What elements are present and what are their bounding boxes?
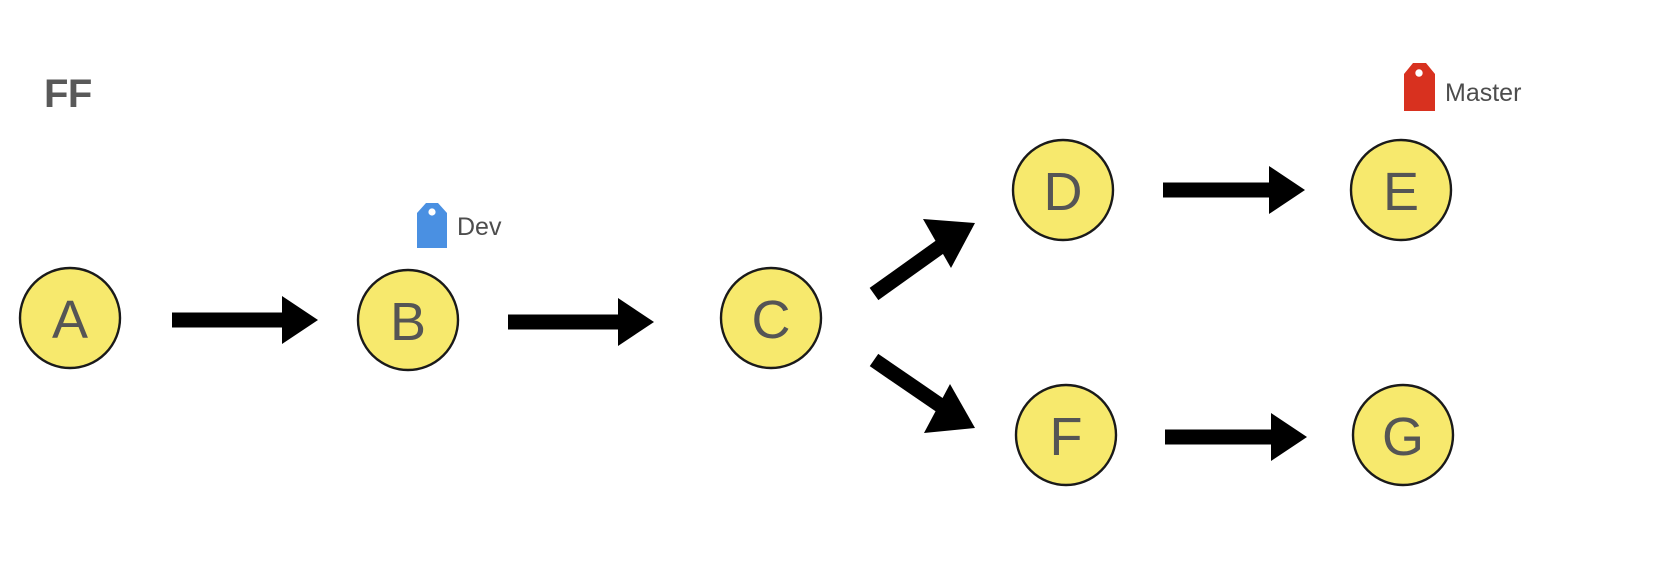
node-b-label: B	[390, 292, 426, 352]
edge-b-c	[508, 298, 654, 346]
node-e[interactable]: E	[1349, 138, 1453, 242]
edges-group	[172, 166, 1307, 461]
tag-master[interactable]: Master	[1404, 63, 1521, 111]
tag-master-icon	[1404, 63, 1435, 111]
edge-c-d	[869, 219, 975, 301]
tag-master-hole	[1415, 69, 1423, 77]
tag-dev-hole	[428, 208, 436, 216]
node-c[interactable]: C	[719, 266, 823, 370]
edge-f-g	[1165, 413, 1307, 461]
node-b[interactable]: B	[356, 268, 460, 372]
node-e-label: E	[1383, 162, 1419, 222]
node-f[interactable]: F	[1014, 383, 1118, 487]
node-d[interactable]: D	[1011, 138, 1115, 242]
node-d-label: D	[1044, 162, 1083, 222]
node-g-label: G	[1382, 407, 1424, 467]
node-a-label: A	[52, 290, 88, 350]
tag-master-label: Master	[1445, 79, 1521, 107]
node-g[interactable]: G	[1351, 383, 1455, 487]
tag-dev[interactable]: Dev	[417, 203, 502, 248]
page-title: FF	[44, 72, 92, 116]
tags-group: Dev Master	[417, 63, 1521, 248]
node-c-label: C	[752, 290, 791, 350]
edge-a-b	[172, 296, 318, 344]
edge-d-e	[1163, 166, 1305, 214]
node-a[interactable]: A	[18, 266, 122, 370]
edge-c-f	[869, 353, 975, 433]
nodes-group: A B C D E F G	[18, 138, 1455, 487]
tag-dev-icon	[417, 203, 447, 248]
node-f-label: F	[1050, 407, 1083, 467]
tag-dev-label: Dev	[457, 213, 502, 241]
